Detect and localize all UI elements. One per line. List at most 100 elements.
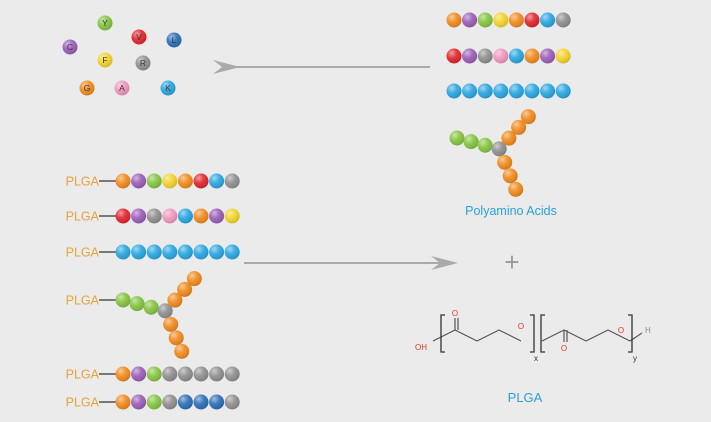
amino-acid-a (114, 80, 130, 96)
bead (493, 83, 509, 99)
oxygen-label-3: O (561, 344, 567, 353)
bead (508, 83, 524, 99)
amino-acid-letter: F (102, 55, 107, 65)
bead (493, 48, 509, 64)
bead (115, 208, 131, 224)
bead (508, 12, 524, 28)
polyamino-chain (446, 48, 571, 64)
hydroxyl-label: OH (415, 343, 427, 352)
bead (162, 244, 178, 260)
bead (193, 394, 209, 410)
bead (177, 208, 193, 224)
bead (209, 394, 225, 410)
bead (477, 12, 493, 28)
bead (115, 366, 131, 382)
bead (146, 173, 162, 189)
bead (162, 366, 178, 382)
bead (540, 12, 556, 28)
bead (493, 12, 509, 28)
bead (209, 208, 225, 224)
polyamino-acids-label: Polyamino Acids (465, 204, 557, 218)
bracket-right-1 (530, 314, 535, 353)
bead (115, 244, 131, 260)
bead (177, 281, 193, 297)
plga-row-label: PLGA (66, 294, 100, 308)
plga-bead-chain (115, 394, 240, 410)
bead (193, 208, 209, 224)
bead (131, 173, 147, 189)
bead (555, 48, 571, 64)
bead (524, 83, 540, 99)
bead (131, 208, 147, 224)
amino-acid-f (97, 52, 113, 68)
bead (446, 48, 462, 64)
subscript-x: x (534, 354, 538, 363)
bead (168, 330, 184, 346)
bead (177, 394, 193, 410)
bead (491, 141, 507, 157)
bead (129, 296, 145, 312)
bead (520, 109, 536, 125)
bead (131, 244, 147, 260)
bead (115, 394, 131, 410)
plga-row: PLGA (66, 394, 240, 410)
plga-row: PLGA (66, 366, 240, 382)
bead (540, 48, 556, 64)
bead (462, 48, 478, 64)
bead (555, 12, 571, 28)
bead (209, 366, 225, 382)
amino-acid-y (97, 15, 113, 31)
amino-acid-r (135, 55, 151, 71)
hydrogen-label: H (645, 326, 651, 335)
plga-bead-chain (115, 173, 240, 189)
oxygen-label-4: O (618, 326, 624, 335)
bead (193, 173, 209, 189)
bead (177, 366, 193, 382)
oxygen-label-2: O (518, 322, 524, 331)
bead (177, 244, 193, 260)
bead (477, 137, 493, 153)
bead (462, 12, 478, 28)
bead (143, 299, 159, 315)
bead (174, 343, 190, 359)
bead (502, 168, 518, 184)
amino-acid-letter: C (67, 42, 73, 52)
polyamino-chain (446, 12, 571, 28)
bead (224, 394, 240, 410)
bead (157, 303, 173, 319)
bead (446, 83, 462, 99)
arrow-to-free-amino-acids (213, 60, 430, 74)
polyamino-chain (446, 83, 571, 99)
amino-acid-letter: R (140, 58, 146, 68)
amino-acid-letter: Y (102, 18, 108, 28)
bead (146, 208, 162, 224)
bead (224, 244, 240, 260)
bead (162, 173, 178, 189)
bead (224, 366, 240, 382)
plga-bead-chain (115, 366, 240, 382)
subscript-y: y (633, 354, 637, 363)
amino-acid-letter: K (165, 83, 171, 93)
plga-label: PLGA (508, 390, 543, 405)
plga-row: PLGA (66, 271, 202, 359)
bead (186, 271, 202, 287)
bead (508, 48, 524, 64)
bead (524, 48, 540, 64)
bead (555, 83, 571, 99)
bead (449, 130, 465, 146)
bead (209, 244, 225, 260)
bead (524, 12, 540, 28)
plga-row-label: PLGA (66, 210, 100, 224)
bead (193, 366, 209, 382)
polyamino-acid-chains (446, 12, 571, 197)
bead (477, 48, 493, 64)
plga-row: PLGA (66, 244, 240, 260)
bead (177, 173, 193, 189)
bead (146, 366, 162, 382)
bracket-left-1 (440, 314, 445, 353)
bead (146, 394, 162, 410)
plga-row-label: PLGA (66, 396, 100, 410)
plus-sign: + (504, 247, 519, 277)
